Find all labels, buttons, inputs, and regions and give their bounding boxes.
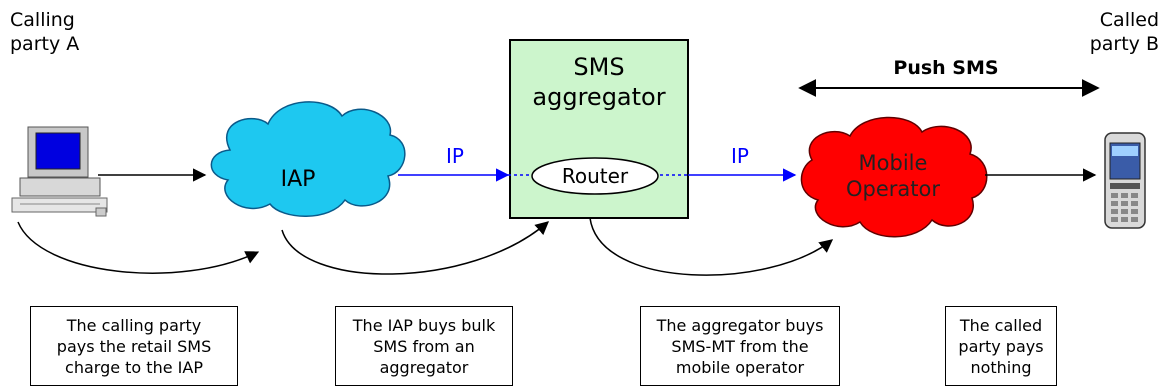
ip-label-right: IP <box>731 144 749 168</box>
iap-label: IAP <box>281 167 316 192</box>
calling-party-label: Calling party A <box>10 9 80 55</box>
called-party-label: Called party B <box>1089 9 1159 55</box>
note-called-party-pays-nothing: The called party pays nothing <box>945 306 1057 386</box>
push-sms-label: Push SMS <box>893 57 998 79</box>
note-iap-buys-bulk: The IAP buys bulk SMS from an aggregator <box>335 306 513 386</box>
mobile-phone-icon <box>1104 132 1146 229</box>
note-calling-party-pays: The calling party pays the retail SMS ch… <box>30 306 238 386</box>
mobile-operator-cloud <box>800 116 988 238</box>
router-label: Router <box>562 164 629 188</box>
payment-curve-iap-to-aggregator <box>281 221 550 275</box>
computer-icon <box>11 126 108 217</box>
ip-label-left: IP <box>446 144 464 168</box>
iap-cloud <box>210 101 406 217</box>
payment-curve-aggregator-to-operator <box>589 217 834 276</box>
note-aggregator-buys-sms-mt: The aggregator buys SMS-MT from the mobi… <box>640 306 840 386</box>
router-node <box>531 157 659 195</box>
payment-curve-party-to-iap <box>17 221 260 274</box>
